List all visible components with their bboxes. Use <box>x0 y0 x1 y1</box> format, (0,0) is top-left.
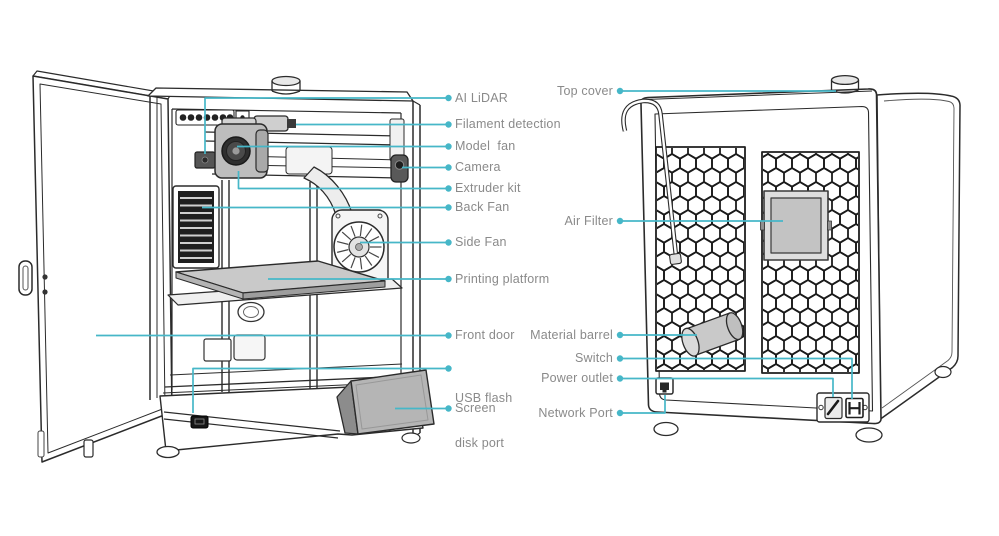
screen-part <box>336 369 435 435</box>
printer-feet <box>653 365 952 443</box>
side-fan-part <box>303 166 389 289</box>
label-usb-line2: disk port <box>455 436 505 450</box>
label-side-fan: Side Fan <box>455 235 507 249</box>
label-front-door: Front door <box>455 328 515 342</box>
usb-flash-disk-port-part <box>190 415 209 429</box>
label-top-cover: Top cover <box>557 83 613 98</box>
label-filament-detection: Filament detection <box>455 117 561 131</box>
air-filter-part <box>760 190 832 261</box>
label-camera: Camera <box>455 160 501 174</box>
label-switch: Switch <box>574 351 613 365</box>
top-knob <box>271 75 301 87</box>
label-screen: Screen <box>455 401 496 415</box>
leader-dots <box>445 87 624 417</box>
label-material-barrel: Material barrel <box>530 327 613 342</box>
label-ai-lidar: AI LiDAR <box>455 90 509 105</box>
extruder-kit-part <box>214 117 269 179</box>
front-door-part <box>18 70 173 463</box>
power-entry-module <box>816 392 870 423</box>
label-printing-platform: Printing platform <box>455 271 550 286</box>
label-model-fan: Model fan <box>455 139 516 153</box>
camera-part <box>390 154 409 183</box>
back-fan-part <box>172 185 220 269</box>
power-switch-part <box>845 397 864 419</box>
printing-platform-part <box>167 260 403 306</box>
door-hinge-screw <box>42 274 48 280</box>
door-hinge-screw <box>42 289 48 295</box>
label-power-outlet: Power outlet <box>541 371 613 385</box>
label-air-filter: Air Filter <box>564 213 613 228</box>
label-back-fan: Back Fan <box>455 200 510 214</box>
front-printer-illustration <box>18 70 435 463</box>
door-handle <box>18 260 33 296</box>
filament-tube <box>621 98 682 265</box>
label-network-port: Network Port <box>538 405 613 420</box>
label-extruder-kit: Extruder kit <box>455 181 521 195</box>
leader-lines <box>96 87 853 417</box>
back-printer-illustration <box>621 74 961 443</box>
network-port-part <box>655 377 674 395</box>
power-outlet-part <box>824 396 843 420</box>
model-fan-part <box>221 136 251 166</box>
label-usb-flash-disk-port: USB flash disk port <box>455 361 512 481</box>
label-usb-line1: USB flash <box>455 391 513 405</box>
